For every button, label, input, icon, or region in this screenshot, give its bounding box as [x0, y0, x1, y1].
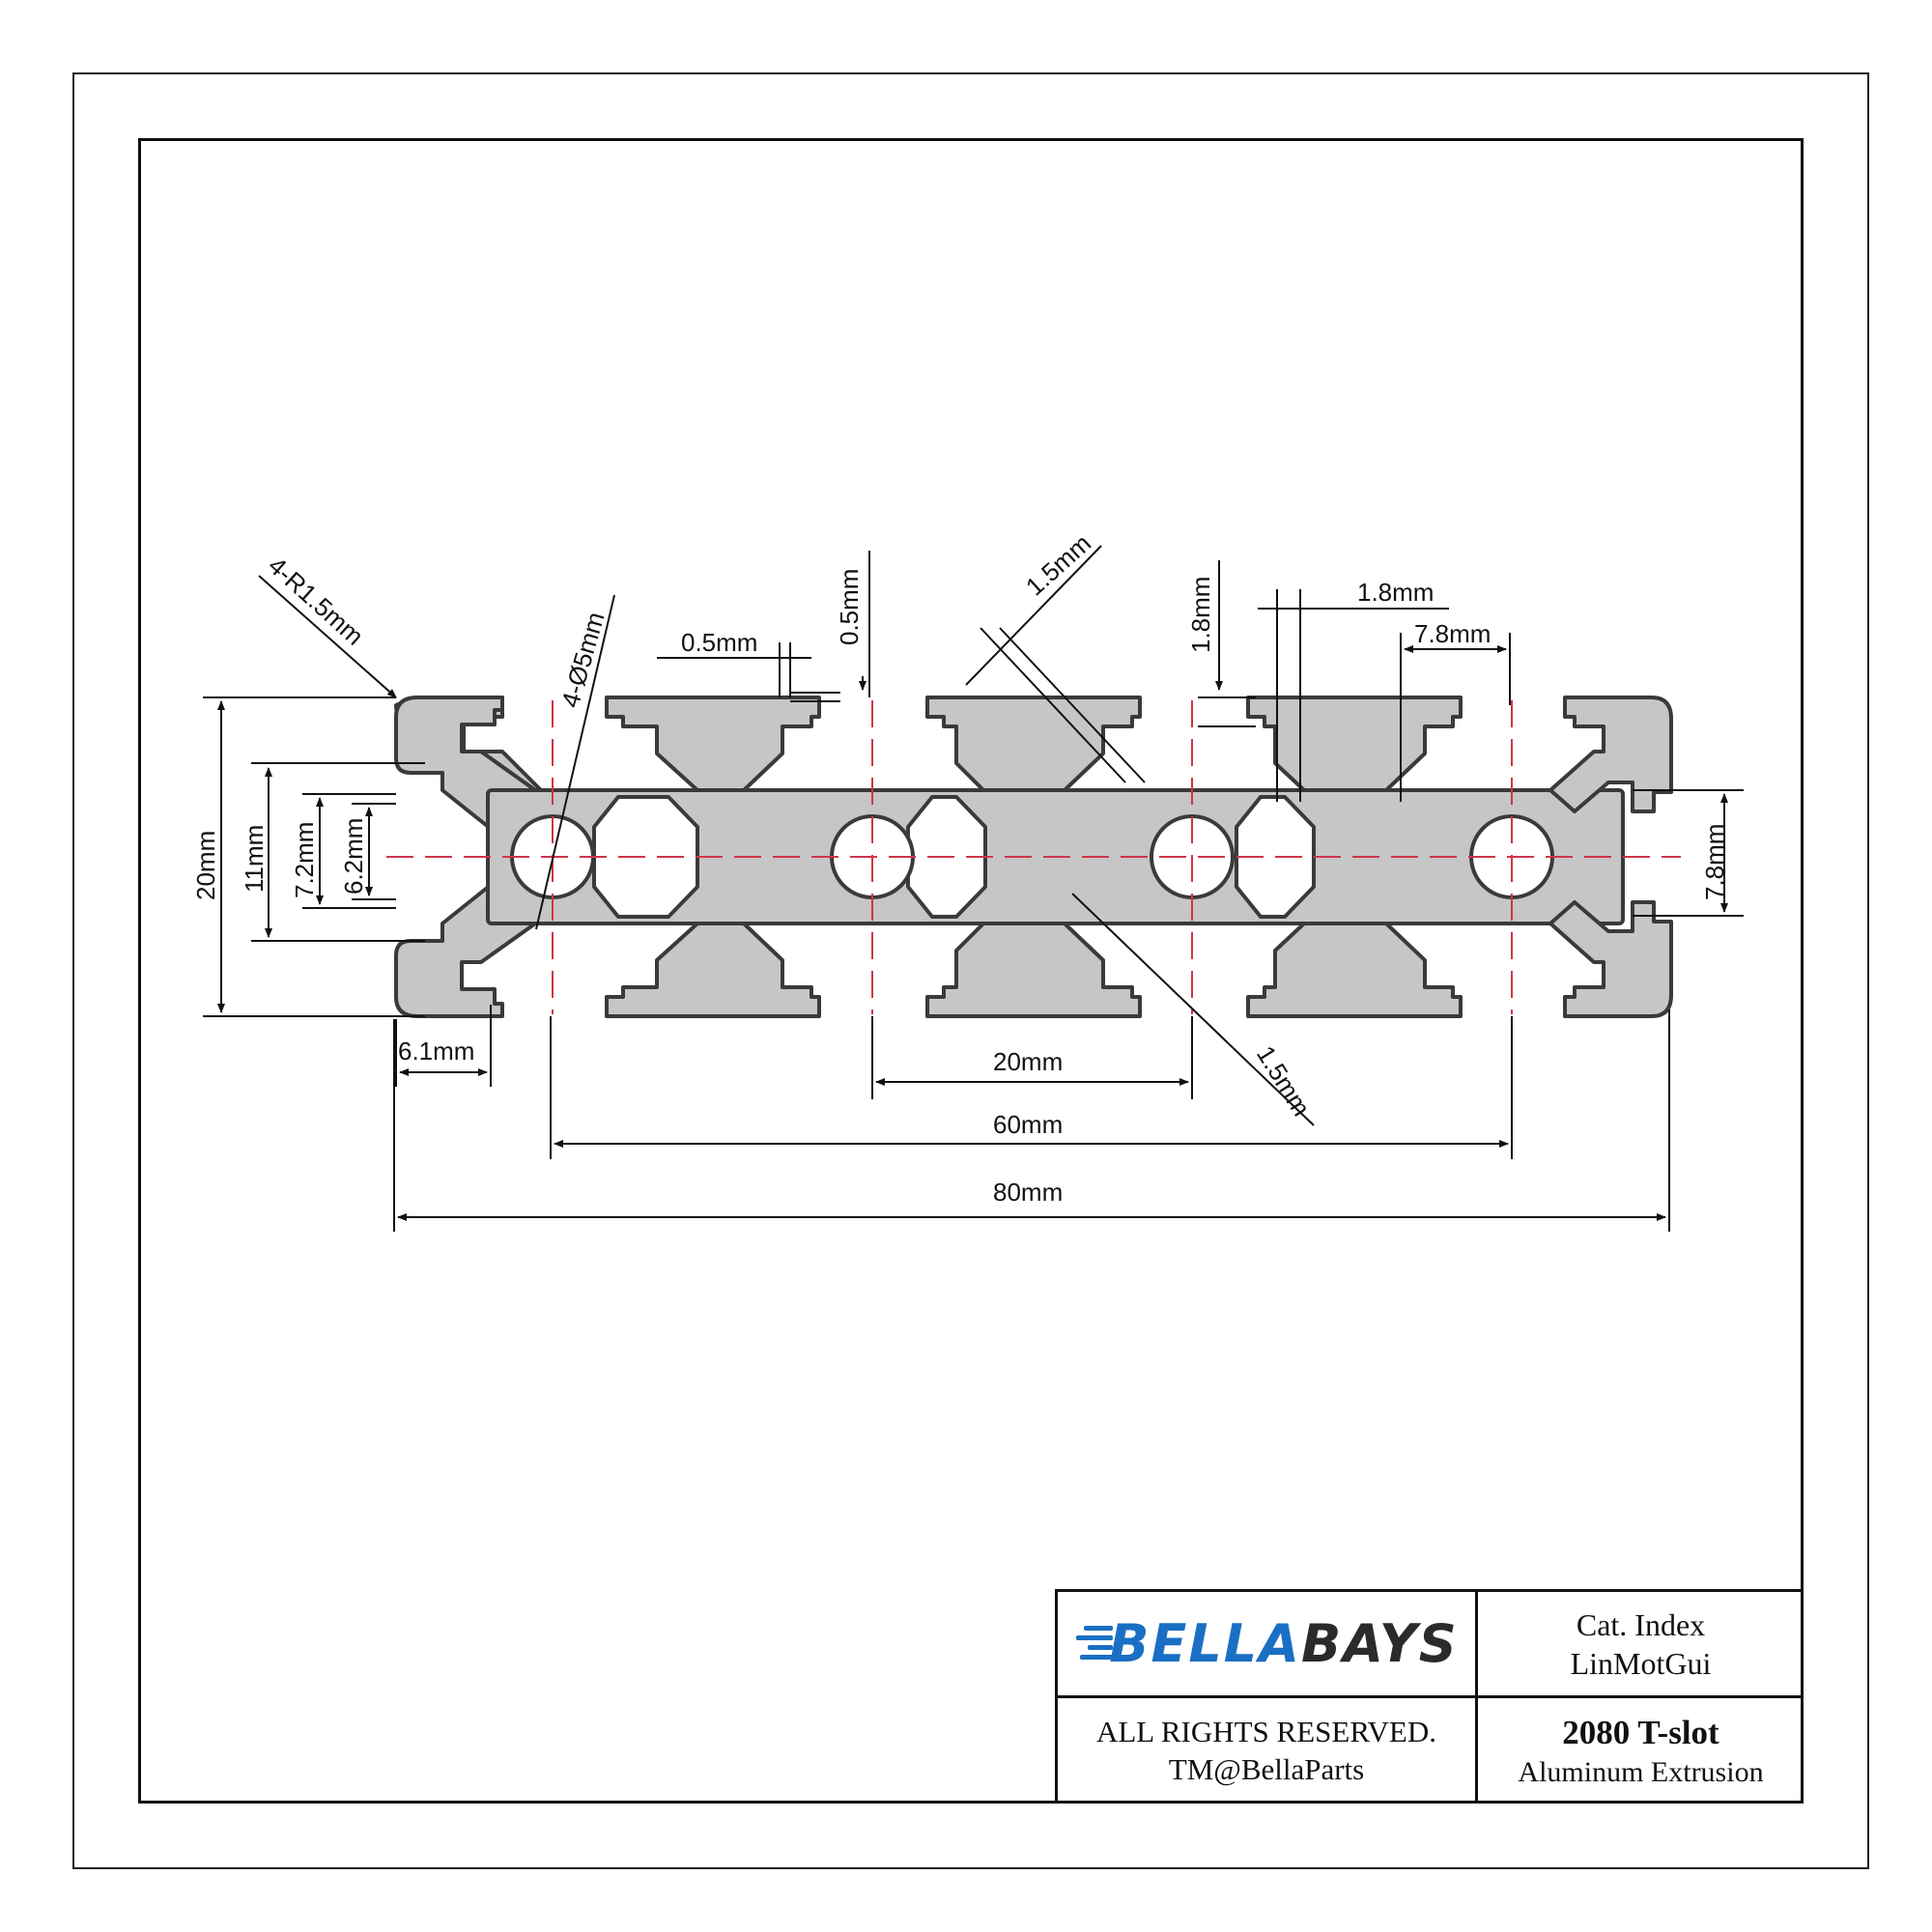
catalog-cell: Cat. Index LinMotGui [1478, 1592, 1804, 1698]
dim-wall-horizontal: 1.8mm [1357, 578, 1434, 607]
dim-slot-11: 11mm [240, 825, 269, 893]
chamber-1 [592, 795, 699, 919]
outer-border [72, 72, 1869, 1869]
dim-slot-62: 6.2mm [339, 818, 368, 895]
bellabays-logo: BELLA BAYS [1074, 1611, 1458, 1677]
rights-text: ALL RIGHTS RESERVED. [1095, 1714, 1436, 1748]
rights-cell: ALL RIGHTS RESERVED. TM@BellaParts [1058, 1698, 1478, 1804]
dim-lip-width: 0.5mm [681, 628, 757, 657]
speed-lines-icon [1074, 1620, 1114, 1668]
dim-corner-radius: 4-R1.5mm [263, 551, 369, 650]
dim-overall-width: 80mm [993, 1178, 1063, 1207]
dim-pitch: 20mm [993, 1047, 1063, 1076]
model-description: Aluminum Extrusion [1518, 1755, 1764, 1788]
dim-slot-top-width: 7.8mm [1414, 619, 1491, 648]
logo-part-bella: BELLA [1109, 1612, 1301, 1674]
catalog-label: Cat. Index [1576, 1606, 1706, 1642]
dim-corner-width: 6.1mm [398, 1037, 474, 1065]
model-name: 2080 T-slot [1562, 1713, 1719, 1751]
dim-hole-span: 60mm [993, 1110, 1063, 1139]
model-cell: 2080 T-slot Aluminum Extrusion [1478, 1698, 1804, 1804]
title-block: BELLA BAYS Cat. Index LinMotGui ALL RIGH… [1055, 1589, 1804, 1804]
dim-hole-diameter: 4-Ø5mm [555, 609, 611, 710]
dim-wall-vertical: 1.8mm [1186, 577, 1215, 653]
catalog-value: LinMotGui [1570, 1645, 1712, 1681]
dim-lip-height: 0.5mm [835, 569, 864, 645]
dimension-lines [203, 545, 1744, 1232]
drawing-border [138, 138, 1804, 1804]
logo-part-bays: BAYS [1300, 1612, 1459, 1674]
dim-height: 20mm [191, 831, 220, 900]
trademark-text: TM@BellaParts [1168, 1751, 1365, 1786]
dim-slot-side-height: 7.8mm [1700, 824, 1729, 900]
dim-slot-72: 7.2mm [290, 822, 319, 898]
dim-wall-diag-bottom: 1.5mm [1251, 1040, 1317, 1121]
logo-cell: BELLA BAYS [1058, 1592, 1478, 1698]
